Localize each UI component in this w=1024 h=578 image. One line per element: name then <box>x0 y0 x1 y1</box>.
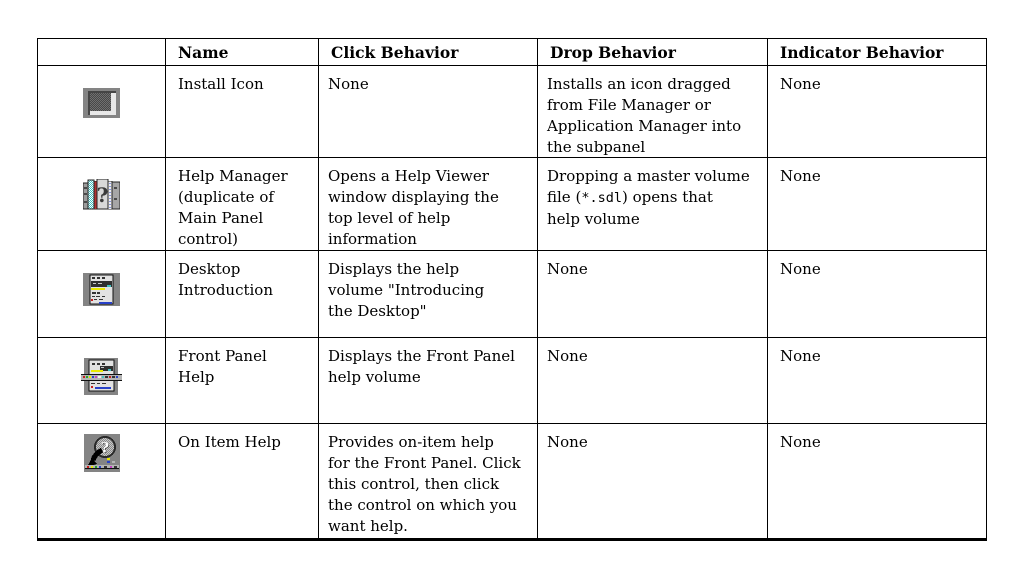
front-panel-controls-table: Name Click Behavior Drop Behavior Indica… <box>37 38 987 541</box>
front-panel-help-icon <box>81 358 122 395</box>
header-drop-behavior: Drop Behavior <box>538 39 768 66</box>
row-help-manager-icon-cell: ? <box>38 158 166 251</box>
question-glyph: ? <box>97 183 109 207</box>
row-help-manager-indicator: None <box>768 158 986 251</box>
help-manager-icon: ? <box>83 179 120 210</box>
row-on-item-help-name: On Item Help <box>166 424 319 539</box>
row-on-item-help-icon-cell: ? ? <box>38 424 166 539</box>
header-click-behavior: Click Behavior <box>319 39 538 66</box>
row-help-manager-name: Help Manager (duplicate of Main Panel co… <box>166 158 319 251</box>
on-item-help-icon: ? ? <box>83 434 120 472</box>
row-desktop-intro-name: Desktop Introduction <box>166 251 319 338</box>
row-front-panel-help-drop: None <box>538 338 768 424</box>
row-on-item-help-indicator: None <box>780 433 821 451</box>
row-front-panel-help-indicator: None <box>768 338 986 424</box>
row-front-panel-help-name: Front Panel Help <box>166 338 319 424</box>
row-desktop-intro-indicator: None <box>768 251 986 338</box>
row-desktop-intro-icon-cell <box>38 251 166 338</box>
row-front-panel-help-click: Displays the Front Panel help volume <box>319 338 538 424</box>
row-front-panel-help-icon-cell <box>38 338 166 424</box>
row-install-indicator: None <box>768 66 986 158</box>
row-desktop-intro-click: Displays the help volume "Introducing th… <box>319 251 538 338</box>
question-glyph-shadow: ? <box>101 441 109 457</box>
header-icon-column <box>38 39 166 66</box>
drop-text-part: Dropping a master volume file ( <box>547 167 750 206</box>
sdl-file-extension: *.sdl <box>581 190 622 206</box>
row-help-manager-click: Opens a Help Viewer window displaying th… <box>319 158 538 251</box>
question-glyph: ? <box>100 440 108 456</box>
header-indicator-behavior: Indicator Behavior <box>768 39 986 66</box>
row-install-name: Install Icon <box>166 66 319 158</box>
install-icon <box>83 88 120 118</box>
row-on-item-help-click: Provides on-item help for the Front Pane… <box>319 424 538 539</box>
row-install-drop: Installs an icon dragged from File Manag… <box>538 66 768 158</box>
row-desktop-intro-drop: None <box>538 251 768 338</box>
desktop-introduction-icon <box>83 273 120 306</box>
row-install-click: None <box>319 66 538 158</box>
row-help-manager-drop: Dropping a master volume file (*.sdl) op… <box>538 158 768 251</box>
row-install-icon-cell <box>38 66 166 158</box>
drop-text-part: ) opens that help volume <box>547 188 713 228</box>
row-on-item-help-drop: None <box>538 424 768 539</box>
header-name: Name <box>166 39 319 66</box>
